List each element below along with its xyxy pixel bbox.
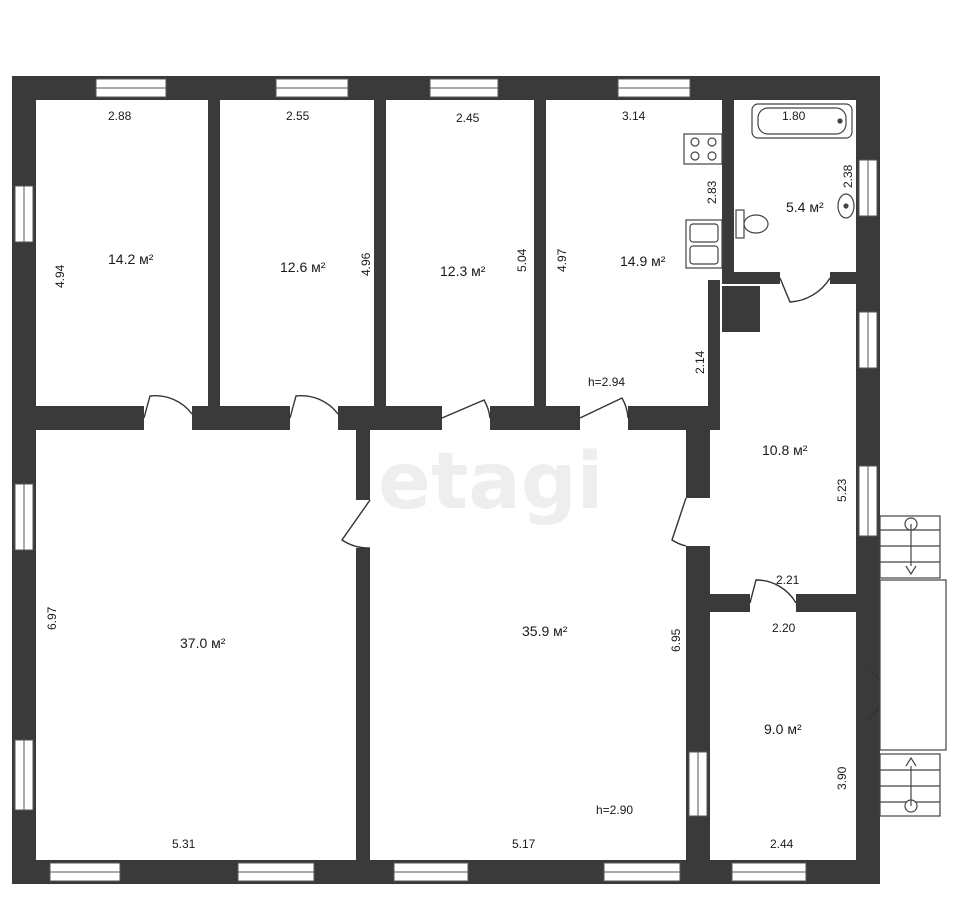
fixtures bbox=[683, 103, 855, 269]
dimension-label: 4.97 bbox=[555, 248, 569, 272]
door bbox=[341, 499, 371, 549]
vertical-dimension-labels: 4.94 4.96 5.04 4.97 2.83 2.14 2.38 5.23 … bbox=[45, 164, 855, 790]
stove bbox=[683, 133, 723, 165]
dimension-labels: 2.88 2.55 2.45 3.14 h=2.94 1.80 2.21 2.2… bbox=[108, 109, 806, 851]
dimension-label: 4.94 bbox=[53, 264, 67, 288]
area-label: 14.9 м² bbox=[620, 253, 666, 269]
dimension-label: 2.38 bbox=[841, 164, 855, 188]
area-label: 12.6 м² bbox=[280, 259, 326, 275]
dimension-label: h=2.94 bbox=[588, 375, 625, 389]
dimension-label: 1.80 bbox=[782, 109, 806, 123]
area-label: 14.2 м² bbox=[108, 251, 154, 267]
area-label: 37.0 м² bbox=[180, 635, 226, 651]
dimension-label: h=2.90 bbox=[596, 803, 633, 817]
dimension-label: 2.20 bbox=[772, 621, 796, 635]
dimension-label: 2.88 bbox=[108, 109, 132, 123]
dimension-label: 6.97 bbox=[45, 606, 59, 630]
dimension-label: 2.83 bbox=[705, 180, 719, 204]
room-area-labels: 14.2 м² 12.6 м² 12.3 м² 14.9 м² 5.4 м² 1… bbox=[108, 199, 824, 737]
entrance-steps bbox=[879, 515, 947, 817]
porch bbox=[879, 579, 947, 751]
dimension-label: 3.14 bbox=[622, 109, 646, 123]
area-label: 12.3 м² bbox=[440, 263, 486, 279]
area-label: 5.4 м² bbox=[786, 199, 824, 215]
dimension-label: 5.23 bbox=[835, 478, 849, 502]
door bbox=[671, 497, 687, 547]
door bbox=[749, 579, 797, 604]
door bbox=[289, 394, 339, 419]
dimension-label: 2.21 bbox=[776, 573, 800, 587]
door bbox=[441, 399, 491, 419]
dimension-label: 6.95 bbox=[669, 628, 683, 652]
watermark-text: etagi bbox=[378, 437, 603, 527]
area-label: 10.8 м² bbox=[762, 442, 808, 458]
dimension-label: 5.31 bbox=[172, 837, 196, 851]
dimension-label: 2.14 bbox=[693, 350, 707, 374]
dimension-label: 5.17 bbox=[512, 837, 536, 851]
window-lines bbox=[23, 87, 869, 873]
dimension-label: 5.04 bbox=[515, 248, 529, 272]
dimension-label: 2.55 bbox=[286, 109, 310, 123]
dimension-label: 2.44 bbox=[770, 837, 794, 851]
toilet-tank bbox=[735, 209, 745, 239]
dimension-label: 2.45 bbox=[456, 111, 480, 125]
dimension-label: 4.96 bbox=[359, 252, 373, 276]
toilet bbox=[743, 214, 769, 234]
door bbox=[579, 397, 629, 419]
area-label: 9.0 м² bbox=[764, 721, 802, 737]
dimension-label: 3.90 bbox=[835, 766, 849, 790]
interior-walls bbox=[36, 100, 856, 860]
area-label: 35.9 м² bbox=[522, 623, 568, 639]
door bbox=[779, 277, 831, 303]
door bbox=[143, 394, 193, 419]
